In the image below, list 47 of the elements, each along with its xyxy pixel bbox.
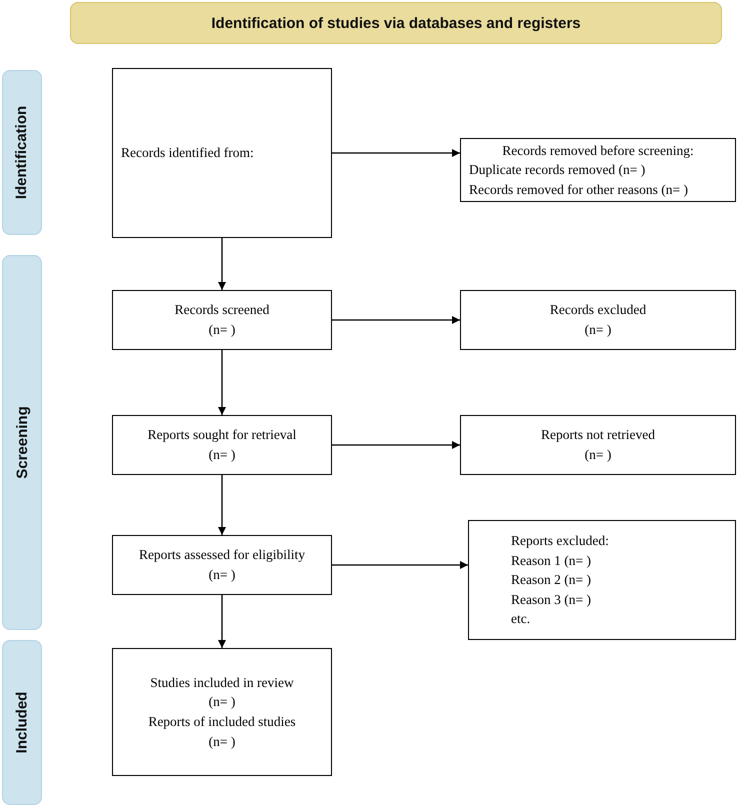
arrow xyxy=(332,316,460,324)
box-text: (n= ) xyxy=(584,446,612,464)
box-text: Reports sought for retrieval xyxy=(148,426,296,444)
title-banner: Identification of studies via databases and registers xyxy=(70,2,722,44)
process-box xyxy=(460,138,736,202)
process-box xyxy=(112,68,332,238)
box-text: Reports assessed for eligibility xyxy=(138,546,306,564)
box-text: Records screened xyxy=(174,301,270,320)
arrow xyxy=(218,350,226,415)
box-text: (n= ) xyxy=(208,566,236,584)
process-box xyxy=(460,415,736,475)
arrow xyxy=(218,238,226,290)
box-text: (n= ) xyxy=(208,321,236,339)
stage-label: Screening xyxy=(14,406,30,479)
process-box xyxy=(460,290,736,350)
box-text: Records removed for other reasons (n= ) xyxy=(469,180,688,199)
process-box xyxy=(112,648,332,776)
arrow xyxy=(218,595,226,648)
box-text: (n= ) xyxy=(208,693,236,712)
box-text: Reason 2 (n= ) xyxy=(511,571,591,590)
stage-label: Included xyxy=(14,692,30,754)
arrow xyxy=(218,475,226,535)
box-text: Duplicate records removed (n= ) xyxy=(469,161,646,180)
stage-band xyxy=(2,640,42,805)
box-text: Records removed before screening: xyxy=(502,142,694,160)
process-box xyxy=(112,535,332,595)
box-text: etc. xyxy=(511,610,530,628)
box-text: Reason 3 (n= ) xyxy=(511,590,591,609)
box-text: Reports excluded: xyxy=(511,532,609,550)
box-text: Records excluded xyxy=(550,301,646,320)
box-text: Records identified from: xyxy=(121,144,254,162)
stage-band xyxy=(2,255,42,630)
box-text: (n= ) xyxy=(208,732,236,751)
box-text: Reports of included studies xyxy=(148,713,296,731)
arrow xyxy=(332,441,460,449)
box-text: Reason 1 (n= ) xyxy=(511,552,591,570)
box-text: (n= ) xyxy=(584,321,612,339)
arrow xyxy=(332,561,468,569)
process-box xyxy=(112,415,332,475)
process-box xyxy=(468,520,736,640)
box-text: (n= ) xyxy=(208,446,236,464)
process-box xyxy=(112,290,332,350)
arrow xyxy=(332,149,460,157)
stage-label: Identification xyxy=(14,106,30,200)
box-text: Studies included in review xyxy=(150,674,294,692)
box-text: Reports not retrieved xyxy=(541,426,655,444)
stage-band xyxy=(2,70,42,235)
